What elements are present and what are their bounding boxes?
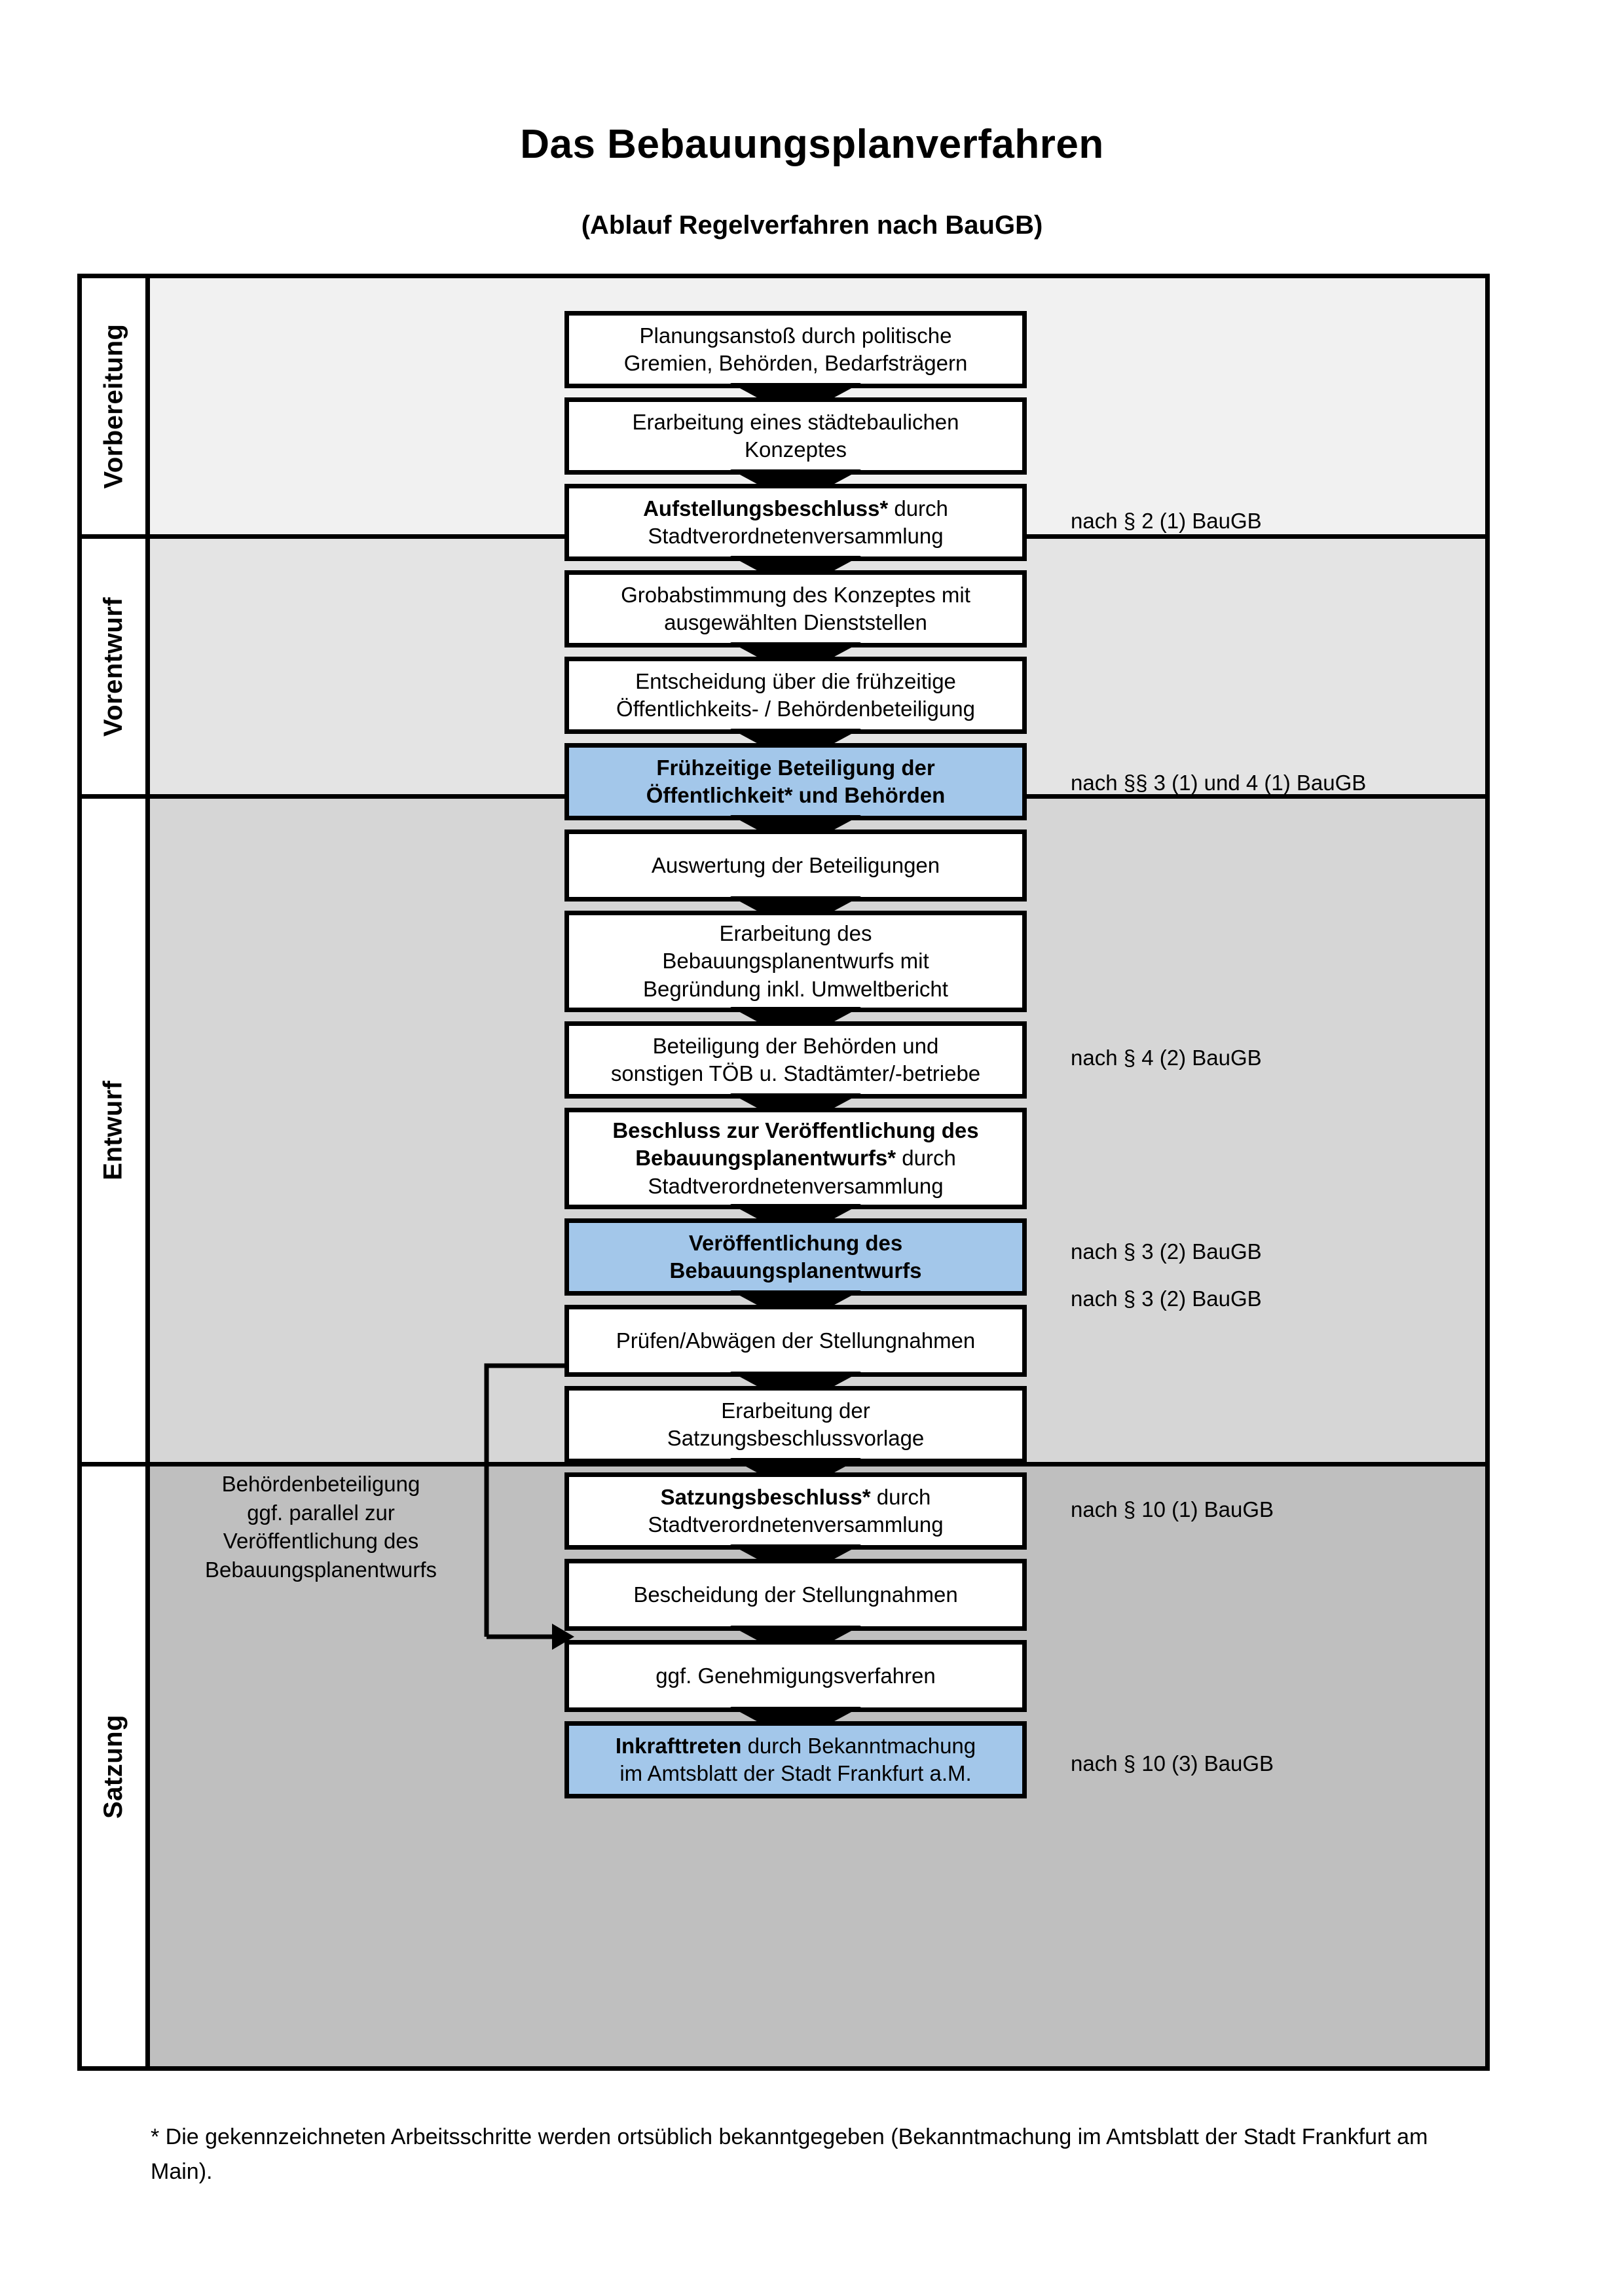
step-line: Erarbeitung der (721, 1398, 870, 1423)
band-label-vorbereitung-real: Vorbereitung (82, 278, 150, 534)
band-label-text: Vorbereitung (99, 323, 128, 489)
step-line: Beteiligung der Behörden und (652, 1033, 939, 1058)
band-label-text: Entwurf (99, 1080, 128, 1180)
step-line: sonstigen TÖB u. Stadtämter/-betriebe (610, 1061, 981, 1085)
step-line: Beschluss zur Veröffentlichung des Bebau… (576, 1117, 1016, 1172)
step-bold: Inkrafttreten (615, 1733, 742, 1758)
band-label-text: Vorentwurf (99, 596, 128, 737)
step-planungsanstoss[interactable]: Planungsanstoß durch politische Gremien,… (564, 311, 1027, 388)
legal-ref-par4-2: nach § 4 (2) BauGB (1071, 1046, 1262, 1070)
legal-ref-par3-2-a: nach § 3 (2) BauGB (1071, 1239, 1262, 1264)
step-grobabstimmung[interactable]: Grobabstimmung des Konzeptes mit ausgewä… (564, 570, 1027, 647)
loop-connector (484, 1363, 574, 1650)
step-line: Gremien, Behörden, Bedarfsträgern (623, 351, 968, 375)
step-line: Erarbeitung des (719, 921, 872, 946)
step-line: Planungsanstoß durch politische (639, 323, 952, 348)
step-staedtebauliches-konzept[interactable]: Erarbeitung eines städtebaulichen Konzep… (564, 397, 1027, 475)
step-rest: durch Bekanntmachung (741, 1733, 976, 1758)
side-note-line-2: ggf. parallel zur (247, 1500, 395, 1525)
band-label-satzung-real: Satzung (82, 1467, 150, 2066)
step-bescheidung-stellungnahmen[interactable]: Bescheidung der Stellungnahmen (564, 1559, 1027, 1631)
step-line: Grobabstimmung des Konzeptes mit (621, 582, 970, 607)
step-line: Stadtverordnetenversammlung (648, 1512, 944, 1537)
side-note-line-1: Behördenbeteiligung (221, 1472, 420, 1496)
step-line: Satzungsbeschluss* durch (648, 1484, 943, 1511)
step-inkrafttreten[interactable]: Inkrafttreten durch Bekanntmachung im Am… (564, 1721, 1027, 1798)
step-line: Bebauungsplanentwurfs (669, 1258, 922, 1283)
step-entscheidung-fruehzeitige[interactable]: Entscheidung über die frühzeitige Öffent… (564, 657, 1027, 734)
step-line: Auswertung der Beteiligungen (651, 852, 940, 877)
step-rest: durch (888, 496, 948, 520)
step-line: Bescheidung der Stellungnahmen (633, 1582, 958, 1607)
legal-ref-par3-2-b: nach § 3 (2) BauGB (1071, 1286, 1262, 1311)
step-bold: Beschluss zur Veröffentlichung des Bebau… (612, 1118, 979, 1171)
band-label-text: Satzung (99, 1714, 128, 1819)
step-fruehzeitige-beteiligung[interactable]: Frühzeitige Beteiligung der Öffentlichke… (564, 743, 1027, 820)
flowchart-frame: Vorbereitung Vorentwurf Entwurf Satzung … (77, 274, 1490, 2071)
page-subtitle: (Ablauf Regelverfahren nach BauGB) (581, 211, 1043, 240)
step-bold: Satzungsbeschluss* (660, 1484, 871, 1509)
step-line: Öffentlichkeit* und Behörden (646, 783, 946, 807)
step-line: Erarbeitung eines städtebaulichen (632, 409, 959, 434)
step-genehmigungsverfahren[interactable]: ggf. Genehmigungsverfahren (564, 1640, 1027, 1712)
side-note-line-3: Veröffentlichung des (223, 1529, 419, 1554)
step-line: ggf. Genehmigungsverfahren (655, 1663, 936, 1688)
step-auswertung-beteiligungen[interactable]: Auswertung der Beteiligungen (564, 829, 1027, 902)
side-note-behoerdenbeteiligung: Behördenbeteiligung ggf. parallel zur Ve… (180, 1470, 462, 1584)
legal-ref-par10-3: nach § 10 (3) BauGB (1071, 1751, 1274, 1776)
band-label-vorentwurf-real: Vorentwurf (82, 539, 150, 794)
step-rest: durch (870, 1484, 931, 1509)
step-aufstellungsbeschluss[interactable]: Aufstellungsbeschluss* durch Stadtverord… (564, 484, 1027, 561)
step-line: ausgewählten Dienststellen (664, 610, 927, 634)
legal-ref-par2-1: nach § 2 (1) BauGB (1071, 509, 1262, 533)
step-beteiligung-behoerden-toeb[interactable]: Beteiligung der Behörden und sonstigen T… (564, 1021, 1027, 1099)
step-line: Frühzeitige Beteiligung der (656, 755, 935, 780)
legal-ref-par10-1: nach § 10 (1) BauGB (1071, 1497, 1274, 1522)
step-line: Begründung inkl. Umweltbericht (643, 976, 948, 1001)
step-bold: Aufstellungsbeschluss* (643, 496, 889, 520)
step-erarbeitung-satzungsvorlage[interactable]: Erarbeitung der Satzungsbeschlussvorlage (564, 1386, 1027, 1463)
band-label-entwurf-real: Entwurf (82, 799, 150, 1462)
step-erarbeitung-bplan-entwurf[interactable]: Erarbeitung des Bebauungsplanentwurfs mi… (564, 911, 1027, 1012)
step-satzungsbeschluss[interactable]: Satzungsbeschluss* durch Stadtverordnete… (564, 1472, 1027, 1550)
step-line: Aufstellungsbeschluss* durch (643, 495, 948, 522)
step-line: Bebauungsplanentwurfs mit (662, 949, 929, 974)
step-line: Prüfen/Abwägen der Stellungnahmen (616, 1328, 976, 1353)
step-pruefen-abwaegen[interactable]: Prüfen/Abwägen der Stellungnahmen (564, 1305, 1027, 1377)
step-line: im Amtsblatt der Stadt Frankfurt a.M. (619, 1761, 972, 1785)
step-line: Veröffentlichung des (688, 1230, 903, 1255)
page-title: Das Bebauungsplanverfahren (520, 122, 1104, 167)
step-line: Satzungsbeschlussvorlage (667, 1426, 925, 1450)
step-rest: durch (896, 1146, 956, 1171)
step-line: Entscheidung über die frühzeitige (635, 668, 956, 693)
step-line: Konzeptes (745, 437, 847, 462)
step-line: Inkrafttreten durch Bekanntmachung (616, 1732, 976, 1760)
step-line: Öffentlichkeits- / Behördenbeteiligung (616, 697, 975, 721)
step-beschluss-veroeffentlichung[interactable]: Beschluss zur Veröffentlichung des Bebau… (564, 1108, 1027, 1209)
step-line: Stadtverordnetenversammlung (648, 524, 944, 548)
legal-ref-par3-1-4-1: nach §§ 3 (1) und 4 (1) BauGB (1071, 771, 1367, 795)
side-note-line-4: Bebauungsplanentwurfs (204, 1557, 437, 1582)
footnote: * Die gekennzeichneten Arbeitsschritte w… (151, 2124, 1428, 2184)
step-line: Stadtverordnetenversammlung (648, 1173, 944, 1198)
step-veroeffentlichung-bplan-entwurf[interactable]: Veröffentlichung des Bebauungsplanentwur… (564, 1218, 1027, 1296)
